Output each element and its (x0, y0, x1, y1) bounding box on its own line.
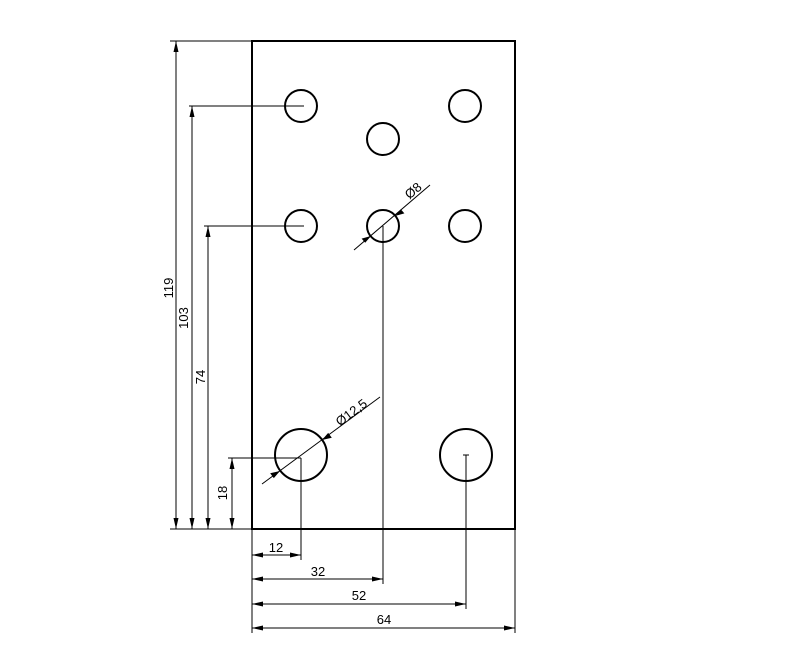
dim-12: 12 (252, 540, 301, 558)
small-hole (448, 209, 482, 243)
small-hole (448, 89, 482, 123)
callout-label-small: Ø8 (402, 179, 425, 202)
dim-label-103: 103 (176, 307, 191, 329)
dim-103: 103 (176, 106, 195, 529)
dim-32: 32 (252, 564, 383, 582)
dim-18: 18 (215, 458, 235, 529)
dim-label-74: 74 (193, 370, 208, 384)
dim-74: 74 (193, 226, 211, 529)
dim-119: 119 (161, 41, 179, 529)
vertical-extension-lines (170, 40, 301, 530)
horizontal-extension-lines (251, 226, 516, 633)
small-holes (284, 89, 482, 243)
dim-label-12: 12 (269, 540, 283, 555)
callout-label-large: Ø12,5 (333, 396, 370, 429)
dim-label-32: 32 (311, 564, 325, 579)
dim-label-18: 18 (215, 486, 230, 500)
small-hole (366, 122, 400, 156)
dim-64: 64 (252, 612, 515, 631)
dim-label-64: 64 (377, 612, 391, 627)
dim-label-119: 119 (161, 278, 176, 299)
dim-52: 52 (252, 588, 466, 607)
dim-label-52: 52 (352, 588, 366, 603)
